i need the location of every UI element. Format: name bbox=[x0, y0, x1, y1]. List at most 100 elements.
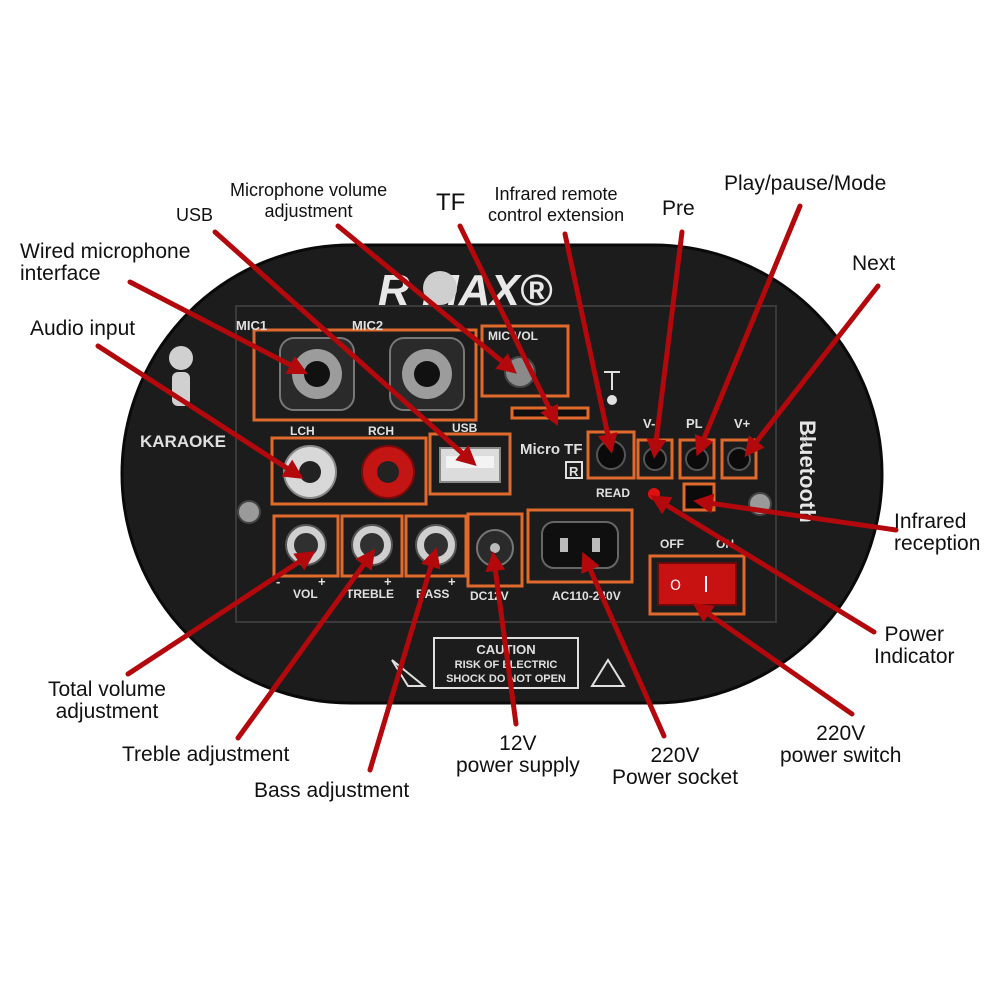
bass-plus: + bbox=[448, 574, 456, 589]
switch-off-label: OFF bbox=[660, 537, 684, 551]
callout-next: Next bbox=[852, 253, 895, 275]
arrow-play-pause bbox=[694, 203, 803, 457]
mic2-jack bbox=[389, 337, 465, 411]
callout-play-pause-text: Play/pause/Mode bbox=[724, 172, 887, 195]
pl-label: PL bbox=[686, 416, 703, 431]
callout-next-text: Next bbox=[852, 252, 896, 275]
ir-extension-box bbox=[586, 430, 636, 480]
arrow-bass bbox=[367, 547, 441, 773]
callout-wired-mic: Wired microphone interface bbox=[20, 241, 190, 285]
bluetooth-icon: ᛒ bbox=[800, 430, 810, 449]
tf-mark: R bbox=[569, 464, 579, 479]
dc-12v-label: DC12V bbox=[470, 589, 509, 603]
micro-tf-label: Micro TF bbox=[520, 441, 583, 458]
callout-infrared-reception: Infrared reception bbox=[894, 511, 980, 555]
vol-plus: + bbox=[318, 574, 326, 589]
ac-label: AC110-240V bbox=[552, 589, 621, 603]
callout-total-volume: Total volume adjustment bbox=[48, 679, 166, 723]
front-panel bbox=[235, 305, 777, 623]
vol-label: VOL bbox=[293, 587, 318, 601]
tf-mark-box bbox=[565, 461, 583, 479]
callout-mic-volume-line1: Microphone volume bbox=[230, 180, 388, 200]
audio-input-group bbox=[270, 436, 428, 506]
arrow-infrared-remote bbox=[562, 231, 618, 454]
callout-audio-input-text: Audio input bbox=[30, 317, 136, 340]
treble-plus: + bbox=[384, 574, 392, 589]
antenna-icon bbox=[604, 371, 620, 405]
callout-tf-text: TF bbox=[436, 189, 466, 216]
arrow-infrared-reception bbox=[693, 493, 899, 533]
callout-wired-mic-line1: Wired microphone bbox=[20, 240, 191, 263]
brand-fist-icon bbox=[423, 271, 457, 305]
callout-220v-switch-line1: 220V bbox=[816, 722, 866, 745]
vol-minus: - bbox=[276, 574, 280, 589]
read-label: READ bbox=[596, 486, 630, 500]
callout-total-volume-line1: Total volume bbox=[48, 678, 166, 701]
callout-220v-socket-line1: 220V bbox=[650, 744, 700, 767]
mic1-label: MIC1 bbox=[236, 318, 267, 333]
callout-12v-line2: power supply bbox=[456, 754, 580, 777]
callout-tf: TF bbox=[436, 189, 466, 216]
mic2-label: MIC2 bbox=[352, 318, 383, 333]
callout-infrared-remote: Infrared remote control extension bbox=[488, 184, 624, 226]
callout-220v-socket-line2: Power socket bbox=[612, 766, 739, 789]
callout-usb: USB bbox=[176, 205, 213, 226]
callout-power-indicator-line1: Power bbox=[884, 623, 945, 646]
power-switch[interactable]: O bbox=[648, 554, 746, 616]
mic-jack-group bbox=[252, 328, 478, 422]
callout-infrared-reception-line2: reception bbox=[894, 532, 981, 555]
callout-220v-switch-line2: power switch bbox=[780, 744, 902, 767]
rca-left-jack bbox=[283, 445, 337, 499]
brand-logo: R MAX® bbox=[378, 266, 553, 315]
callout-infrared-reception-line1: Infrared bbox=[894, 510, 967, 533]
callout-infrared-remote-line1: Infrared remote bbox=[494, 184, 618, 204]
rch-label: RCH bbox=[368, 424, 394, 438]
callout-12v: 12V power supply bbox=[456, 733, 580, 777]
usb-box bbox=[428, 432, 512, 496]
screw-left bbox=[237, 500, 261, 524]
karaoke-label: KARAOKE bbox=[140, 432, 226, 451]
callout-pre-text: Pre bbox=[662, 197, 695, 220]
vminus-label: V- bbox=[643, 416, 655, 431]
warning-icon-right bbox=[590, 658, 626, 687]
callout-pre: Pre bbox=[662, 198, 695, 220]
arrow-total-volume bbox=[125, 551, 316, 677]
arrow-wired-mic bbox=[127, 279, 308, 375]
arrow-220v-switch bbox=[692, 602, 855, 717]
arrow-mic-volume bbox=[335, 223, 517, 374]
arrow-next bbox=[744, 283, 881, 458]
arrow-pre bbox=[646, 229, 685, 459]
callout-infrared-remote-line2: control extension bbox=[488, 205, 625, 225]
callout-220v-switch: 220V power switch bbox=[780, 723, 901, 767]
rca-right-jack bbox=[361, 445, 415, 499]
callout-play-pause: Play/pause/Mode bbox=[724, 173, 886, 195]
usb-port-label: USB bbox=[452, 421, 478, 435]
callout-power-indicator: Power Indicator bbox=[874, 624, 955, 668]
callout-power-indicator-line2: Indicator bbox=[874, 645, 955, 668]
callout-bass: Bass adjustment bbox=[254, 780, 409, 802]
callout-mic-volume: Microphone volume adjustment bbox=[230, 180, 387, 222]
callout-wired-mic-line2: interface bbox=[20, 262, 101, 285]
callout-12v-line1: 12V bbox=[499, 732, 537, 755]
bluetooth-label: Bluetooth bbox=[795, 420, 820, 523]
callout-usb-text: USB bbox=[176, 205, 214, 225]
svg-text:O: O bbox=[670, 578, 681, 594]
callout-treble-text: Treble adjustment bbox=[122, 743, 290, 766]
lch-label: LCH bbox=[290, 424, 315, 438]
callout-audio-input: Audio input bbox=[30, 318, 135, 340]
usb-port bbox=[439, 447, 501, 483]
arrow-tf bbox=[457, 223, 559, 427]
callout-total-volume-line2: adjustment bbox=[55, 700, 159, 723]
arrow-power-indicator bbox=[650, 495, 877, 635]
arrow-treble bbox=[235, 548, 376, 741]
treble-label: TREBLE bbox=[346, 587, 394, 601]
arrow-audio-input bbox=[95, 343, 304, 479]
arrow-12v bbox=[485, 551, 519, 727]
vplus-label: V+ bbox=[734, 416, 751, 431]
arrow-220v-socket bbox=[581, 551, 667, 739]
callout-mic-volume-line2: adjustment bbox=[264, 201, 353, 221]
arrow-usb bbox=[212, 229, 477, 466]
callout-220v-socket: 220V Power socket bbox=[612, 745, 738, 789]
caution-line2: SHOCK DO NOT OPEN bbox=[446, 673, 566, 685]
